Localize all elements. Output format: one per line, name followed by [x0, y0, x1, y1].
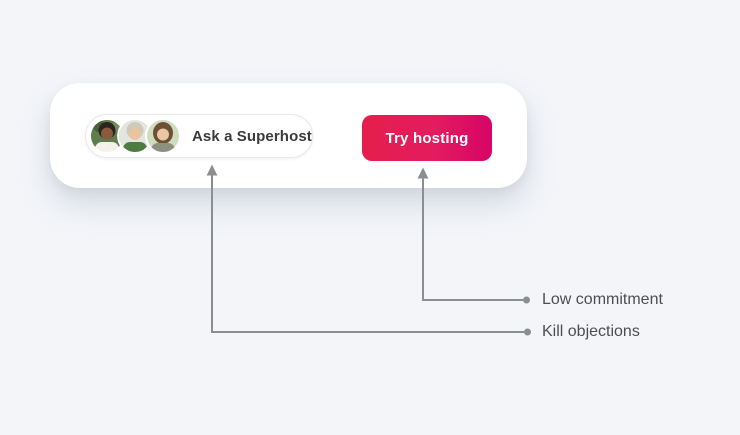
ask-superhost-label: Ask a Superhost [192, 127, 312, 145]
arrow-kill-objections [211, 173, 524, 333]
dot-kill-objections [524, 328, 531, 336]
annotation-label-low-commitment: Low commitment [542, 291, 663, 308]
avatar-group [89, 118, 181, 154]
arrow-low-commitment [422, 176, 523, 301]
annotation-label-kill-objections: Kill objections [542, 323, 640, 340]
dot-low-commitment [523, 296, 530, 304]
superhost-avatar-3-icon [145, 118, 181, 154]
try-hosting-button[interactable]: Try hosting [362, 115, 492, 161]
ask-superhost-pill[interactable]: Ask a Superhost [85, 114, 313, 158]
